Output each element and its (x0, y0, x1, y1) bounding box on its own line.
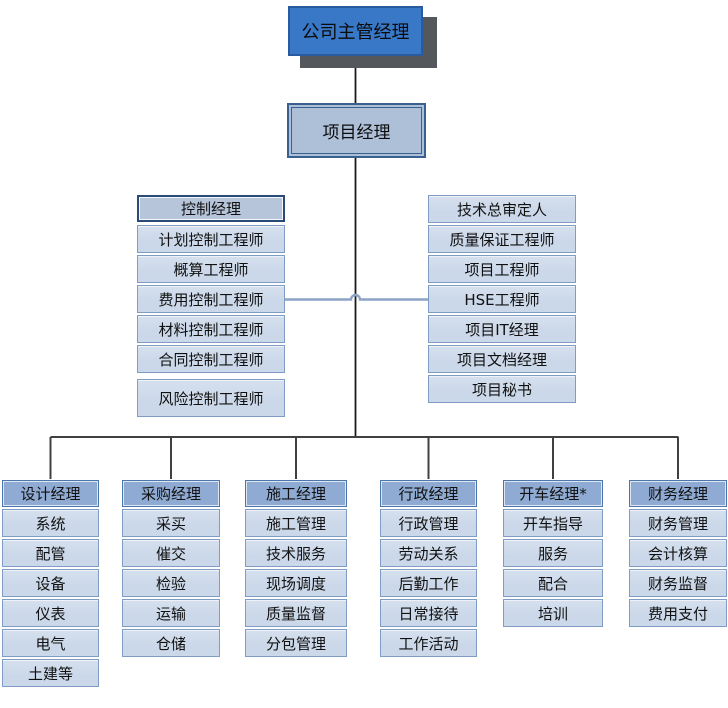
staff-panel-cell: 项目文档经理 (428, 345, 576, 373)
dept-cell: 仪表 (2, 599, 99, 627)
control-panel-cell: 概算工程师 (137, 255, 285, 283)
dept-cell: 设备 (2, 569, 99, 597)
dept-cell: 技术服务 (245, 539, 347, 567)
control-panel-cell: 风险控制工程师 (137, 379, 285, 417)
dept-cell: 现场调度 (245, 569, 347, 597)
box-company-chief-manager: 公司主管经理 (288, 6, 423, 56)
dept-cell: 分包管理 (245, 629, 347, 657)
dept-cell: 日常接待 (380, 599, 477, 627)
staff-panel-cell: HSE工程师 (428, 285, 576, 313)
dept-cell: 质量监督 (245, 599, 347, 627)
dept-cell: 运输 (122, 599, 220, 627)
dept-header: 施工经理 (245, 480, 347, 507)
dept-cell: 系统 (2, 509, 99, 537)
dept-header: 设计经理 (2, 480, 99, 507)
control-panel-cell: 材料控制工程师 (137, 315, 285, 343)
control-panel-cell: 合同控制工程师 (137, 345, 285, 373)
dept-cell: 服务 (503, 539, 603, 567)
dept-cell: 费用支付 (629, 599, 727, 627)
dept-cell: 开车指导 (503, 509, 603, 537)
dept-header: 财务经理 (629, 480, 727, 507)
dept-cell: 配合 (503, 569, 603, 597)
dept-cell: 检验 (122, 569, 220, 597)
control-panel-cell: 计划控制工程师 (137, 225, 285, 253)
dept-cell: 会计核算 (629, 539, 727, 567)
box-project-manager: 项目经理 (287, 103, 426, 158)
dept-cell: 工作活动 (380, 629, 477, 657)
staff-panel-cell: 项目IT经理 (428, 315, 576, 343)
dept-cell: 土建等 (2, 659, 99, 687)
staff-panel-cell: 项目工程师 (428, 255, 576, 283)
control-staff-connector (285, 293, 428, 301)
control-manager-header: 控制经理 (137, 195, 285, 222)
dept-cell: 后勤工作 (380, 569, 477, 597)
dept-header: 开车经理* (503, 480, 603, 507)
dept-cell: 电气 (2, 629, 99, 657)
staff-panel-cell: 项目秘书 (428, 375, 576, 403)
dept-cell: 培训 (503, 599, 603, 627)
dept-cell: 催交 (122, 539, 220, 567)
dept-cell: 施工管理 (245, 509, 347, 537)
dept-cell: 采买 (122, 509, 220, 537)
dept-cell: 配管 (2, 539, 99, 567)
dept-header: 采购经理 (122, 480, 220, 507)
dept-header: 行政经理 (380, 480, 477, 507)
dept-cell: 行政管理 (380, 509, 477, 537)
control-panel-cell: 费用控制工程师 (137, 285, 285, 313)
dept-cell: 仓储 (122, 629, 220, 657)
staff-panel-cell: 质量保证工程师 (428, 225, 576, 253)
dept-cell: 财务监督 (629, 569, 727, 597)
staff-panel-cell: 技术总审定人 (428, 195, 576, 223)
dept-cell: 劳动关系 (380, 539, 477, 567)
dept-cell: 财务管理 (629, 509, 727, 537)
